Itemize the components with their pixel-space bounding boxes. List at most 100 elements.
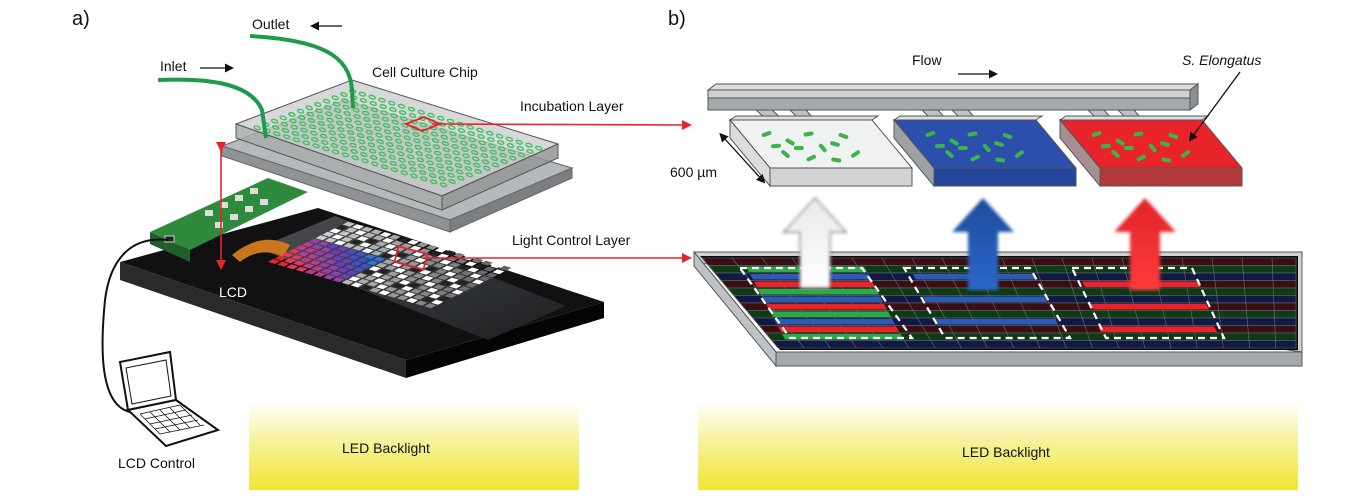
- chip-well-dot: [393, 132, 402, 138]
- well-red: [1058, 115, 1244, 188]
- chip-well-dot: [488, 143, 496, 149]
- chip-well-dot: [360, 152, 368, 157]
- chip-well-dot: [426, 160, 434, 166]
- lcd-pixel: [360, 285, 372, 290]
- lcd-pixel: [290, 254, 303, 260]
- lit-subpixel-row: [922, 296, 1048, 302]
- lcd-pixel: [384, 244, 397, 249]
- led-backlight-a-label: LED Backlight: [342, 440, 430, 456]
- lcd-pixel: [435, 269, 448, 274]
- lcd-pixel: [419, 291, 432, 297]
- chip-well-dot: [331, 95, 339, 101]
- chip-well-dot: [467, 131, 476, 136]
- chip-well-dot: [388, 100, 396, 106]
- chip-well-dot: [395, 145, 404, 150]
- bacterium: [1002, 132, 1013, 140]
- grid-col-line: [1121, 257, 1146, 349]
- chip-well-dot: [491, 162, 500, 168]
- chip-well-dot: [288, 112, 296, 117]
- chip-well-dot: [437, 115, 445, 121]
- chip-well-dot: [359, 145, 367, 151]
- chip-well-dot: [367, 142, 376, 148]
- chip-well-dot: [369, 101, 378, 106]
- chip-well-dot: [417, 163, 426, 169]
- chip-well-dot: [369, 155, 378, 160]
- chip-well-dot: [517, 152, 526, 158]
- bacterium: [831, 157, 842, 163]
- lcd-pixel: [485, 272, 498, 278]
- grid-col-line: [1241, 257, 1250, 349]
- lcd-pixel: [368, 244, 381, 250]
- lcd-pixel: [354, 251, 367, 257]
- lcd-pixel: [458, 264, 470, 270]
- lcd-pixel: [355, 273, 368, 278]
- bacterium: [1181, 150, 1190, 158]
- lcd-pixel: [316, 256, 328, 262]
- lcd-pixel: [414, 279, 427, 285]
- chip-well-dot: [507, 149, 516, 155]
- chip-well-dot: [416, 157, 425, 163]
- chip-well-dot: [436, 163, 444, 169]
- chip-well-dot: [476, 127, 484, 133]
- bacterium: [851, 150, 860, 158]
- lcd-pixel: [304, 248, 317, 253]
- chip-well-dot: [455, 169, 464, 175]
- chip-well-dot: [302, 140, 310, 146]
- chip-well-dot: [328, 130, 336, 136]
- lcd-pixel: [382, 259, 395, 265]
- chip-well-dot: [355, 126, 364, 132]
- lit-subpixel-row: [762, 296, 883, 302]
- lcd-pixel: [364, 275, 377, 281]
- chip-well-dot: [400, 170, 408, 176]
- lcd-pixel: [277, 261, 290, 267]
- lcd-pixel: [380, 253, 392, 259]
- grid-pixel-rows: [701, 257, 1303, 349]
- chip-well-dot: [412, 132, 420, 137]
- bacterium: [818, 143, 827, 153]
- flow-label: Flow: [912, 52, 942, 68]
- chip-well-dot: [490, 156, 499, 161]
- chip-well-dot: [535, 145, 543, 151]
- lcd-pixel: [394, 268, 406, 273]
- chip-well-dot: [356, 133, 365, 138]
- chip-well-dot: [320, 140, 329, 145]
- lcd-pixel: [432, 263, 445, 268]
- lcd-pixel: [398, 258, 411, 264]
- bacterium: [1168, 132, 1179, 140]
- lcd-pixel: [396, 252, 408, 258]
- chip-well-dot: [327, 124, 335, 129]
- inlet-label: Inlet: [160, 58, 187, 74]
- lcd-pixel: [352, 245, 365, 251]
- lcd-pixel: [315, 235, 328, 241]
- lcd-pixel: [440, 281, 452, 286]
- chip-well-dot: [385, 135, 393, 141]
- lcd-pixel: [284, 258, 296, 264]
- lcd-pixel: [295, 245, 308, 251]
- chip-well-dot: [271, 125, 280, 130]
- lit-subpixel-row: [1098, 326, 1217, 332]
- lcd-control-label: LCD Control: [118, 455, 196, 471]
- bacterium: [925, 130, 936, 138]
- lcd-label: LCD: [219, 284, 248, 300]
- chip-well-dot: [443, 153, 452, 159]
- lcd-pixel: [359, 242, 372, 248]
- lcd-pixel: [434, 247, 447, 253]
- chip-well-dot: [451, 144, 459, 149]
- lcd-pixel: [464, 261, 477, 267]
- chip-well-dot: [370, 107, 379, 113]
- chip-well-dot: [428, 173, 437, 178]
- chip-well-dot: [470, 150, 479, 155]
- chip-well-dot: [348, 136, 356, 142]
- lcd-pixel: [361, 248, 374, 254]
- lcd-pixel: [458, 286, 471, 292]
- chip-well-dot: [465, 172, 474, 178]
- chip-well-dot: [359, 98, 368, 103]
- lcd-pixel: [467, 267, 480, 273]
- chip-well-dot: [314, 102, 322, 107]
- chip-well-dot: [450, 137, 458, 143]
- chip-well-dot: [397, 151, 405, 157]
- lcd-pixel: [460, 270, 473, 276]
- chip-well-dot: [330, 143, 339, 148]
- panel-b-label: b): [668, 8, 686, 30]
- lcd-pixel: [455, 258, 468, 264]
